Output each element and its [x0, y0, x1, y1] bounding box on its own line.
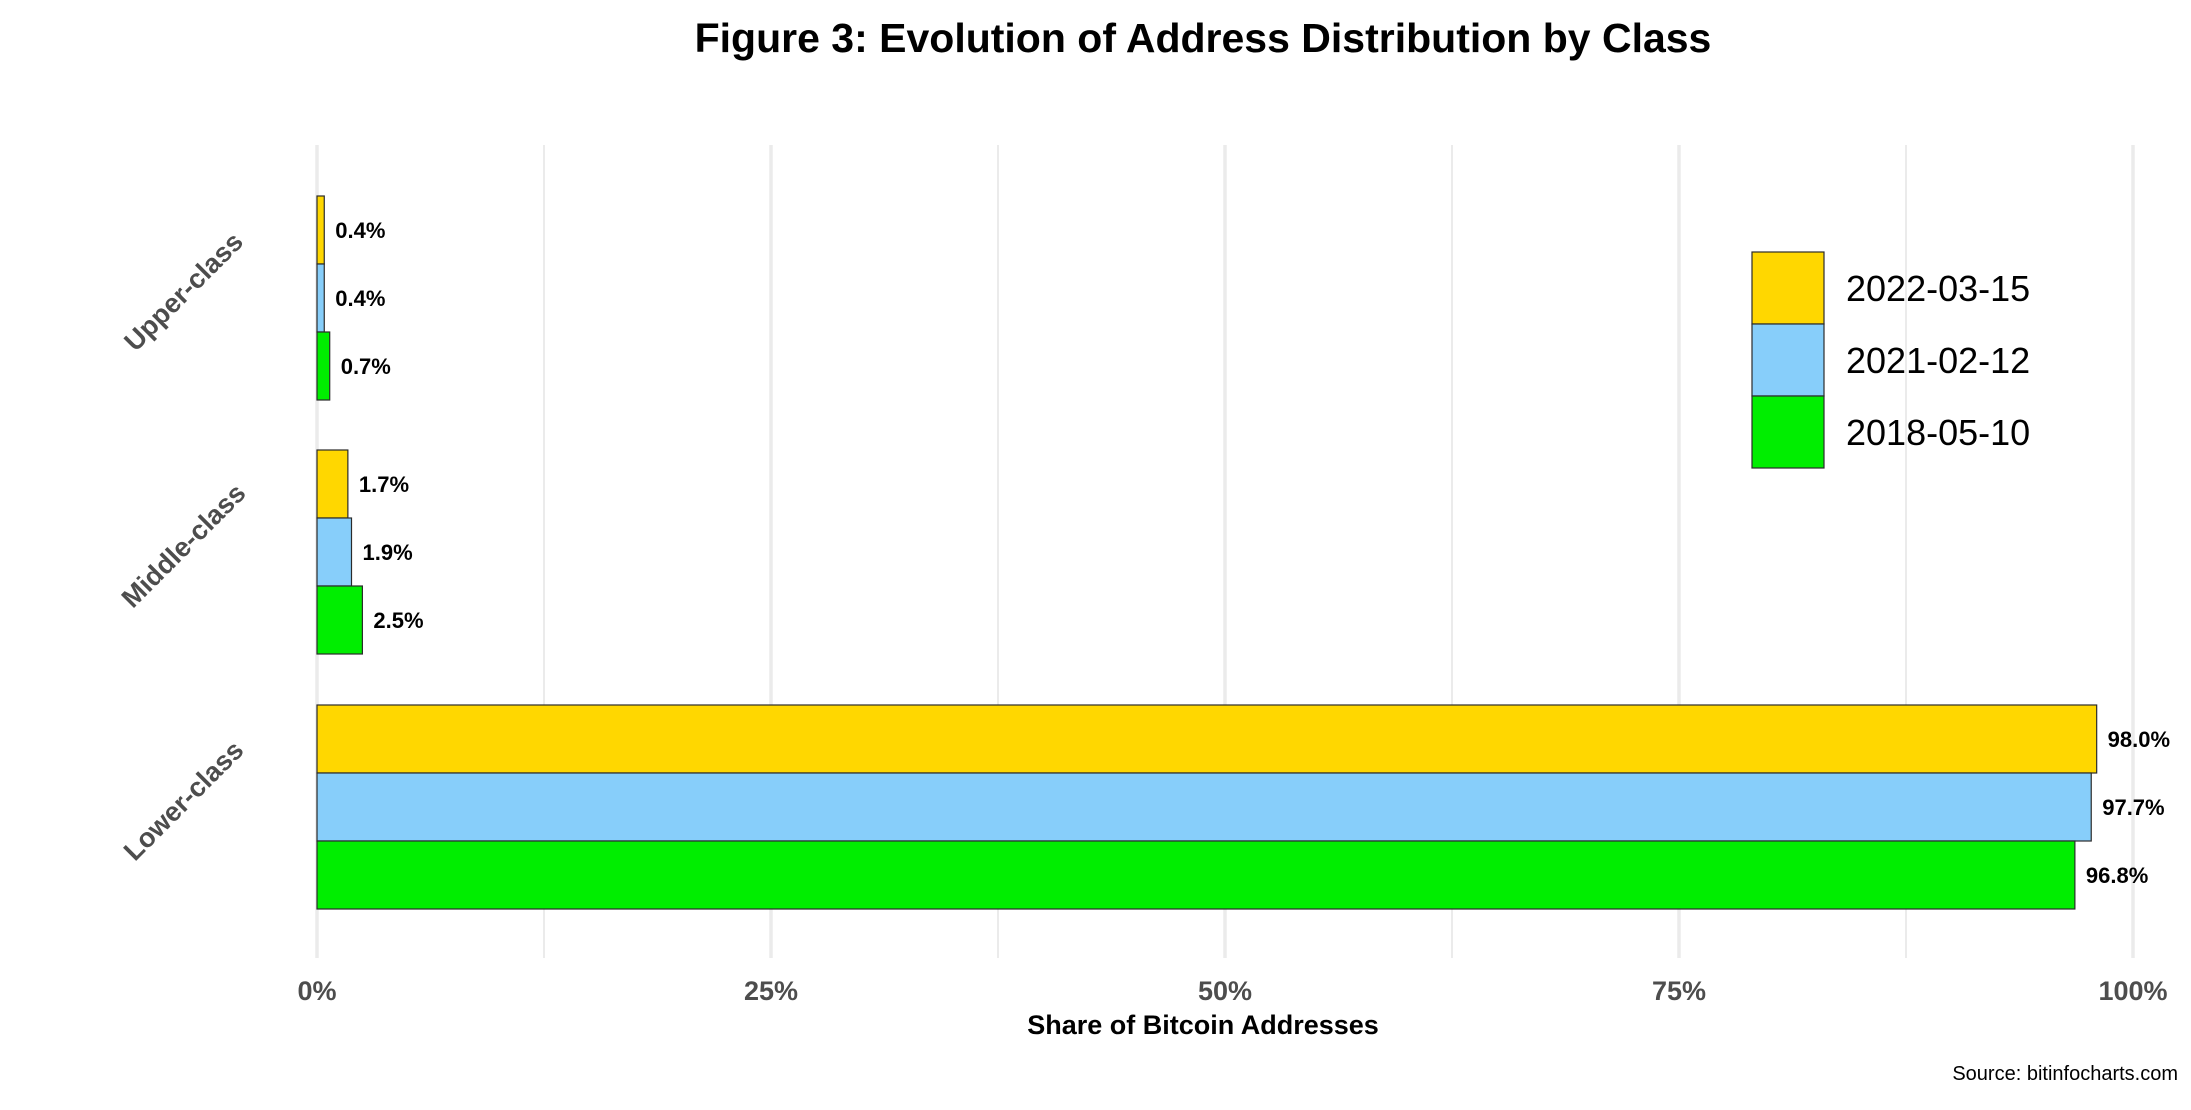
x-tick-label: 100% [2098, 976, 2167, 1006]
bar [316, 263, 325, 333]
data-label: 0.4% [335, 286, 385, 311]
x-tick-label: 25% [744, 976, 798, 1006]
legend-swatch [1751, 251, 1825, 325]
y-category-label: Middle-class [116, 478, 252, 614]
bar [316, 840, 2076, 910]
x-tick-label: 75% [1652, 976, 1706, 1006]
data-label: 1.9% [363, 540, 413, 565]
data-label-layer: 0.4% 0.4% 0.7% 1.7% 1.9% 2.5% 98.0% 97.7% 96.8% [335, 218, 2170, 888]
y-category-label: Lower-class [118, 735, 250, 867]
bar [316, 772, 2092, 842]
bar [316, 331, 331, 401]
chart-title: Figure 3: Evolution of Address Distribut… [695, 15, 1712, 61]
data-label: 97.7% [2102, 795, 2164, 820]
legend-swatch [1751, 395, 1825, 469]
bar [316, 517, 353, 587]
data-label: 0.7% [341, 354, 391, 379]
grid-layer [315, 145, 2135, 958]
bar [316, 195, 325, 265]
data-label: 2.5% [373, 608, 423, 633]
x-tick-label: 50% [1198, 976, 1252, 1006]
legend-swatch [1751, 323, 1825, 397]
bar-layer [316, 195, 2098, 910]
legend-label: 2021-02-12 [1846, 340, 2030, 381]
x-axis-label: Share of Bitcoin Addresses [1027, 1010, 1379, 1040]
bar [316, 704, 2098, 774]
legend-label: 2022-03-15 [1846, 268, 2030, 309]
data-label: 0.4% [335, 218, 385, 243]
bar [316, 449, 349, 519]
data-label: 96.8% [2086, 863, 2148, 888]
x-tick-label: 0% [297, 976, 336, 1006]
data-label: 1.7% [359, 472, 409, 497]
source-caption: Source: bitinfocharts.com [1952, 1063, 2178, 1085]
bar [316, 585, 364, 655]
data-label: 98.0% [2108, 727, 2170, 752]
legend-label: 2018-05-10 [1846, 412, 2030, 453]
legend: 2022-03-15 2021-02-12 2018-05-10 [1751, 251, 2030, 469]
y-category-label: Upper-class [118, 226, 249, 357]
